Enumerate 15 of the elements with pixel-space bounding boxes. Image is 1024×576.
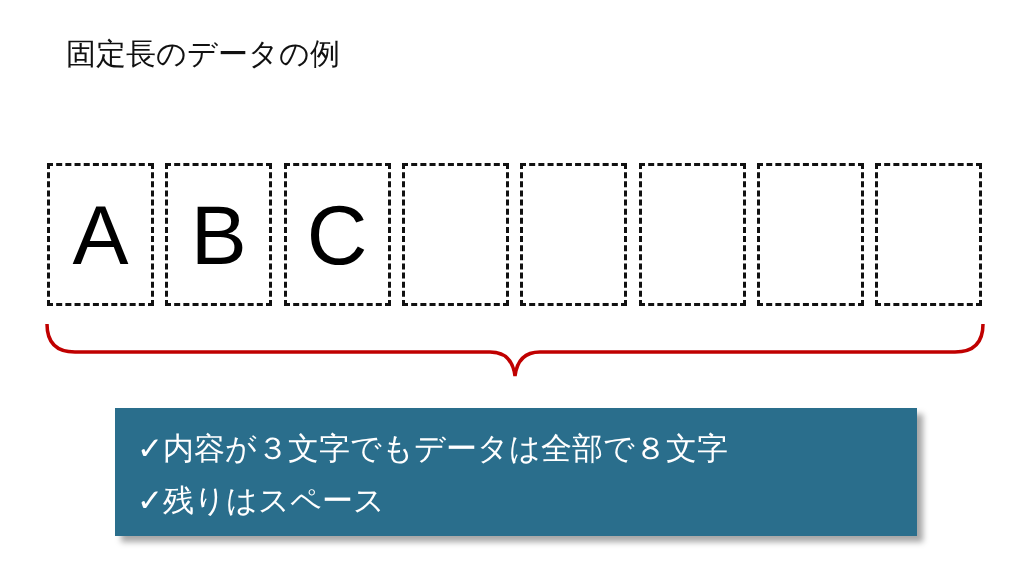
empty-cell: [638, 163, 746, 306]
note-text: ✓残りはスペース: [137, 481, 385, 520]
character: A: [72, 192, 129, 277]
character-cell: [283, 163, 391, 306]
empty-cell: [401, 163, 509, 306]
title: 固定長のデータの例: [66, 35, 340, 73]
character: C: [306, 192, 368, 277]
character-cell: [165, 163, 273, 306]
empty-cell: [520, 163, 628, 306]
empty-cell: [756, 163, 864, 306]
character-cell: [47, 163, 154, 306]
character: B: [190, 192, 247, 277]
note-panel: [115, 408, 917, 536]
empty-cell: [875, 163, 983, 306]
note-text: ✓内容が３文字でもデータは全部で８文字: [137, 429, 728, 468]
